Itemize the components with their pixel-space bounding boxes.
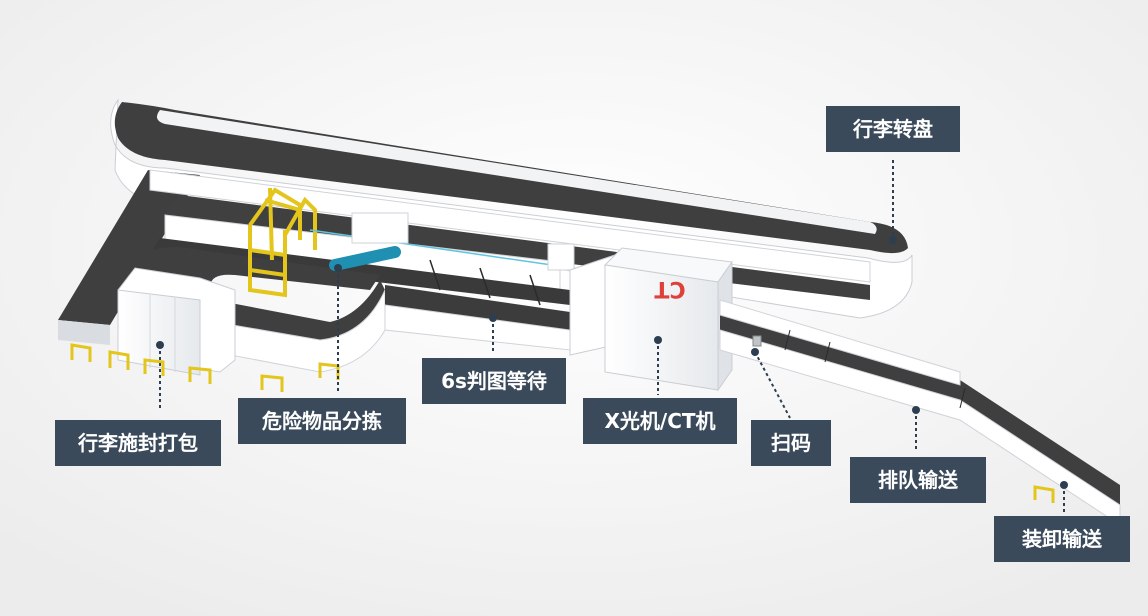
- circle-dot-icon: [489, 314, 497, 322]
- circle-dot-icon: [912, 406, 920, 414]
- label-load-unload: 装卸输送: [994, 516, 1130, 562]
- label-wait-6s: 6s判图等待: [422, 358, 566, 404]
- inspection-platform: [248, 187, 317, 298]
- label-queue-convey: 排队输送: [850, 457, 986, 503]
- label-scan: 扫码: [751, 420, 831, 466]
- leader-lines: [159, 160, 1065, 512]
- label-xray-ct: X光机/CT机: [583, 398, 737, 444]
- floor-barriers: [70, 343, 1116, 508]
- barcode-scanner: [752, 335, 762, 347]
- circle-dot-icon: [334, 264, 342, 272]
- label-wrap-pack: 行李施封打包: [55, 420, 221, 466]
- leader-dots: [156, 236, 1068, 489]
- scanner-box-mini: [547, 243, 575, 271]
- circle-dot-icon: [889, 236, 897, 244]
- ct-machine: CT: [569, 247, 733, 392]
- label-dangerous-sort: 危险物品分拣: [238, 398, 406, 444]
- circle-dot-icon: [751, 348, 759, 356]
- circle-dot-icon: [156, 341, 164, 349]
- circle-dot-icon: [654, 336, 662, 344]
- wrapping-machine: [117, 267, 236, 376]
- ct-text: CT: [654, 276, 685, 301]
- circle-dot-icon: [1060, 481, 1068, 489]
- scanner-box-small: [351, 212, 409, 244]
- label-baggage-carousel: 行李转盘: [826, 106, 960, 152]
